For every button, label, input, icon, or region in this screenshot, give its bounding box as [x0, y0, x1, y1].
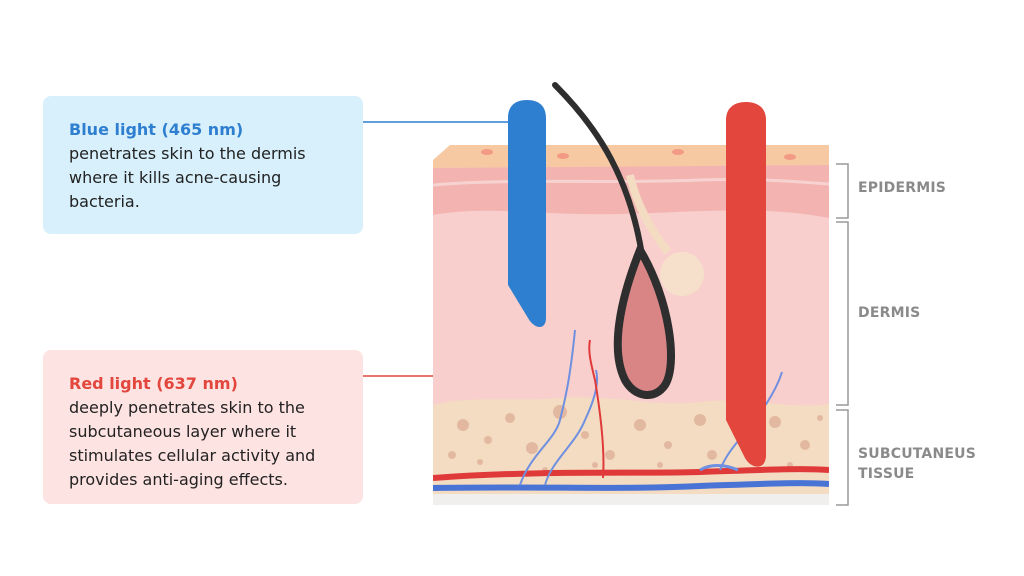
hair-shaft	[552, 82, 645, 258]
blue-light-description: penetrates skin to the dermis where it k…	[69, 142, 337, 214]
hair-follicle	[613, 241, 676, 399]
red-light-line: subcutaneous layer where it	[69, 422, 297, 441]
epidermis-bracket	[836, 163, 849, 219]
red-light-line: stimulates cellular activity and	[69, 446, 316, 465]
red-light-line: deeply penetrates skin to the	[69, 398, 305, 417]
dermis-bracket	[836, 221, 849, 406]
vein	[433, 480, 829, 491]
dermis-label: DERMIS	[858, 305, 921, 321]
blue-light-line: where it kills acne-causing	[69, 168, 282, 187]
red-light-beam	[726, 102, 766, 467]
epidermis-surface	[433, 145, 829, 168]
subcutaneous-bracket	[836, 409, 849, 506]
blue-light-line: penetrates skin to the dermis	[69, 144, 306, 163]
blue-light-title: Blue light (465 nm)	[69, 120, 244, 139]
artery	[433, 466, 829, 481]
red-light-description: deeply penetrates skin to the subcutaneo…	[69, 396, 337, 492]
subcutaneous-label-line: TISSUE	[858, 466, 915, 482]
red-light-line: provides anti-aging effects.	[69, 470, 288, 489]
subcutaneous-label: SUBCUTANEUS TISSUE	[858, 444, 976, 484]
blue-light-line: bacteria.	[69, 192, 140, 211]
subcutaneous-label-line: SUBCUTANEUS	[858, 446, 976, 462]
sebaceous-gland	[660, 252, 704, 296]
red-light-title: Red light (637 nm)	[69, 374, 238, 393]
epidermis-label: EPIDERMIS	[858, 180, 947, 196]
blue-light-beam	[508, 100, 546, 327]
blue-light-callout: Blue light (465 nm) penetrates skin to t…	[43, 96, 363, 234]
red-light-callout: Red light (637 nm) deeply penetrates ski…	[43, 350, 363, 504]
